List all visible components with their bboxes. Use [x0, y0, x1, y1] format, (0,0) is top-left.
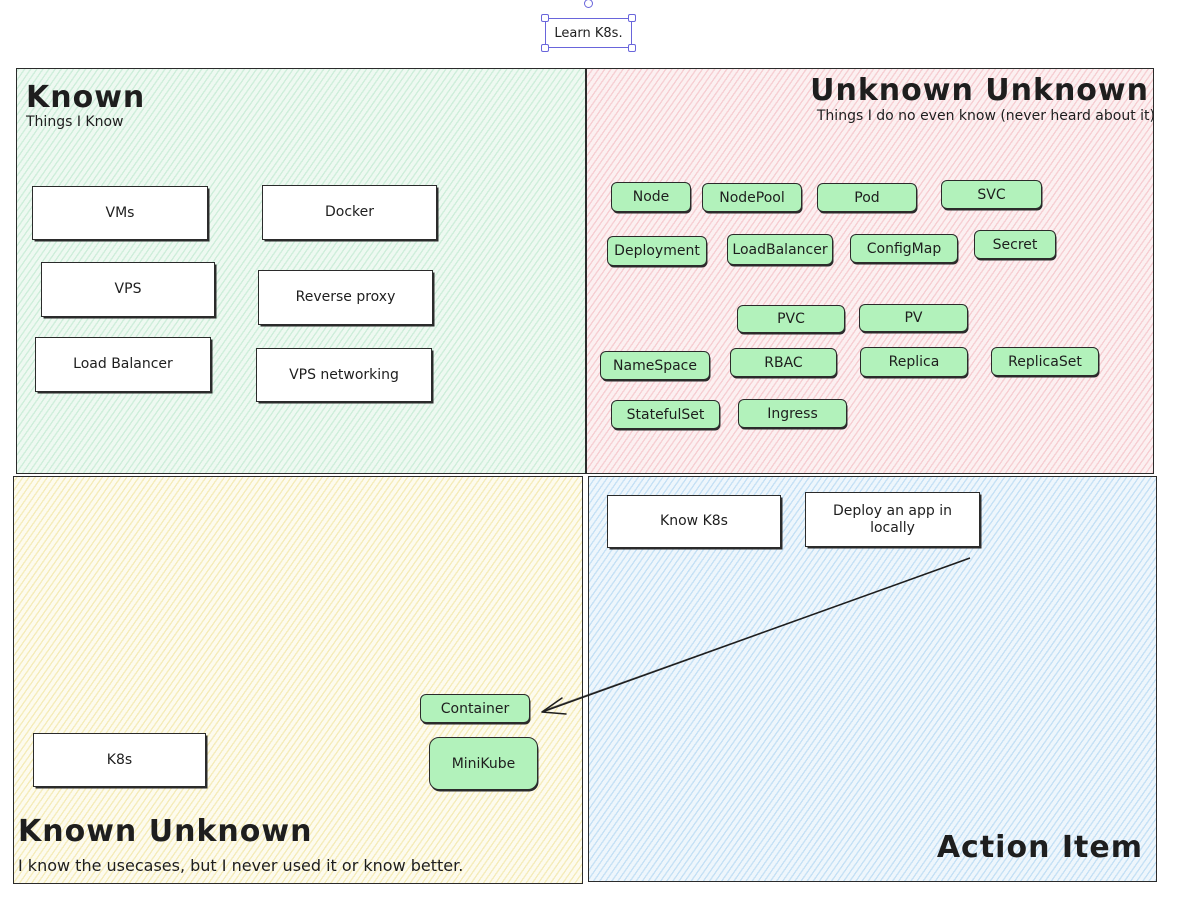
- known-unknown-item-k8s[interactable]: K8s: [33, 733, 206, 787]
- known-item-load-balancer[interactable]: Load Balancer: [35, 337, 211, 392]
- unknown-item-deployment[interactable]: Deployment: [607, 236, 707, 266]
- selected-text-learn-k8s[interactable]: Learn K8s.: [545, 18, 632, 48]
- unknown-item-statefulset[interactable]: StatefulSet: [611, 400, 720, 429]
- known-unknown-item-minikube[interactable]: MiniKube: [429, 737, 538, 790]
- unknown-item-ingress[interactable]: Ingress: [738, 399, 847, 428]
- known-item-vps-networking[interactable]: VPS networking: [256, 348, 432, 402]
- unknown-item-loadbalancer[interactable]: LoadBalancer: [727, 234, 833, 265]
- unknown-item-pvc[interactable]: PVC: [737, 305, 845, 333]
- known-unknown-quadrant[interactable]: [13, 476, 583, 884]
- unknown-unknown-title: Unknown Unknown: [810, 73, 1149, 108]
- unknown-item-node[interactable]: Node: [611, 182, 691, 212]
- unknown-unknown-subtitle: Things I do no even know (never heard ab…: [816, 108, 1155, 124]
- unknown-item-svc[interactable]: SVC: [941, 180, 1042, 209]
- unknown-item-replica[interactable]: Replica: [860, 347, 968, 377]
- unknown-item-pv[interactable]: PV: [859, 304, 968, 332]
- resize-handle-ne[interactable]: [628, 14, 636, 22]
- known-item-vps[interactable]: VPS: [41, 262, 215, 317]
- unknown-item-secret[interactable]: Secret: [974, 230, 1056, 259]
- known-item-reverse-proxy[interactable]: Reverse proxy: [258, 270, 433, 325]
- unknown-item-replicaset[interactable]: ReplicaSet: [991, 347, 1099, 376]
- unknown-item-namespace[interactable]: NameSpace: [600, 351, 710, 380]
- known-item-vms[interactable]: VMs: [32, 186, 208, 240]
- resize-handle-se[interactable]: [628, 44, 636, 52]
- resize-handle-sw[interactable]: [541, 44, 549, 52]
- resize-handle-nw[interactable]: [541, 14, 549, 22]
- action-item-deploy-app[interactable]: Deploy an app in locally: [805, 492, 980, 547]
- unknown-item-pod[interactable]: Pod: [817, 183, 917, 212]
- action-item-know-k8s[interactable]: Know K8s: [607, 495, 781, 548]
- unknown-item-rbac[interactable]: RBAC: [730, 348, 837, 377]
- known-unknown-title: Known Unknown: [18, 814, 313, 849]
- unknown-item-nodepool[interactable]: NodePool: [702, 183, 802, 212]
- known-subtitle: Things I Know: [26, 114, 124, 130]
- rotation-handle[interactable]: [584, 0, 593, 8]
- unknown-item-configmap[interactable]: ConfigMap: [850, 234, 958, 263]
- known-title: Known: [26, 80, 146, 115]
- known-unknown-item-container[interactable]: Container: [420, 694, 530, 723]
- action-item-title: Action Item: [936, 830, 1143, 865]
- known-unknown-subtitle: I know the usecases, but I never used it…: [18, 856, 464, 875]
- known-item-docker[interactable]: Docker: [262, 185, 437, 240]
